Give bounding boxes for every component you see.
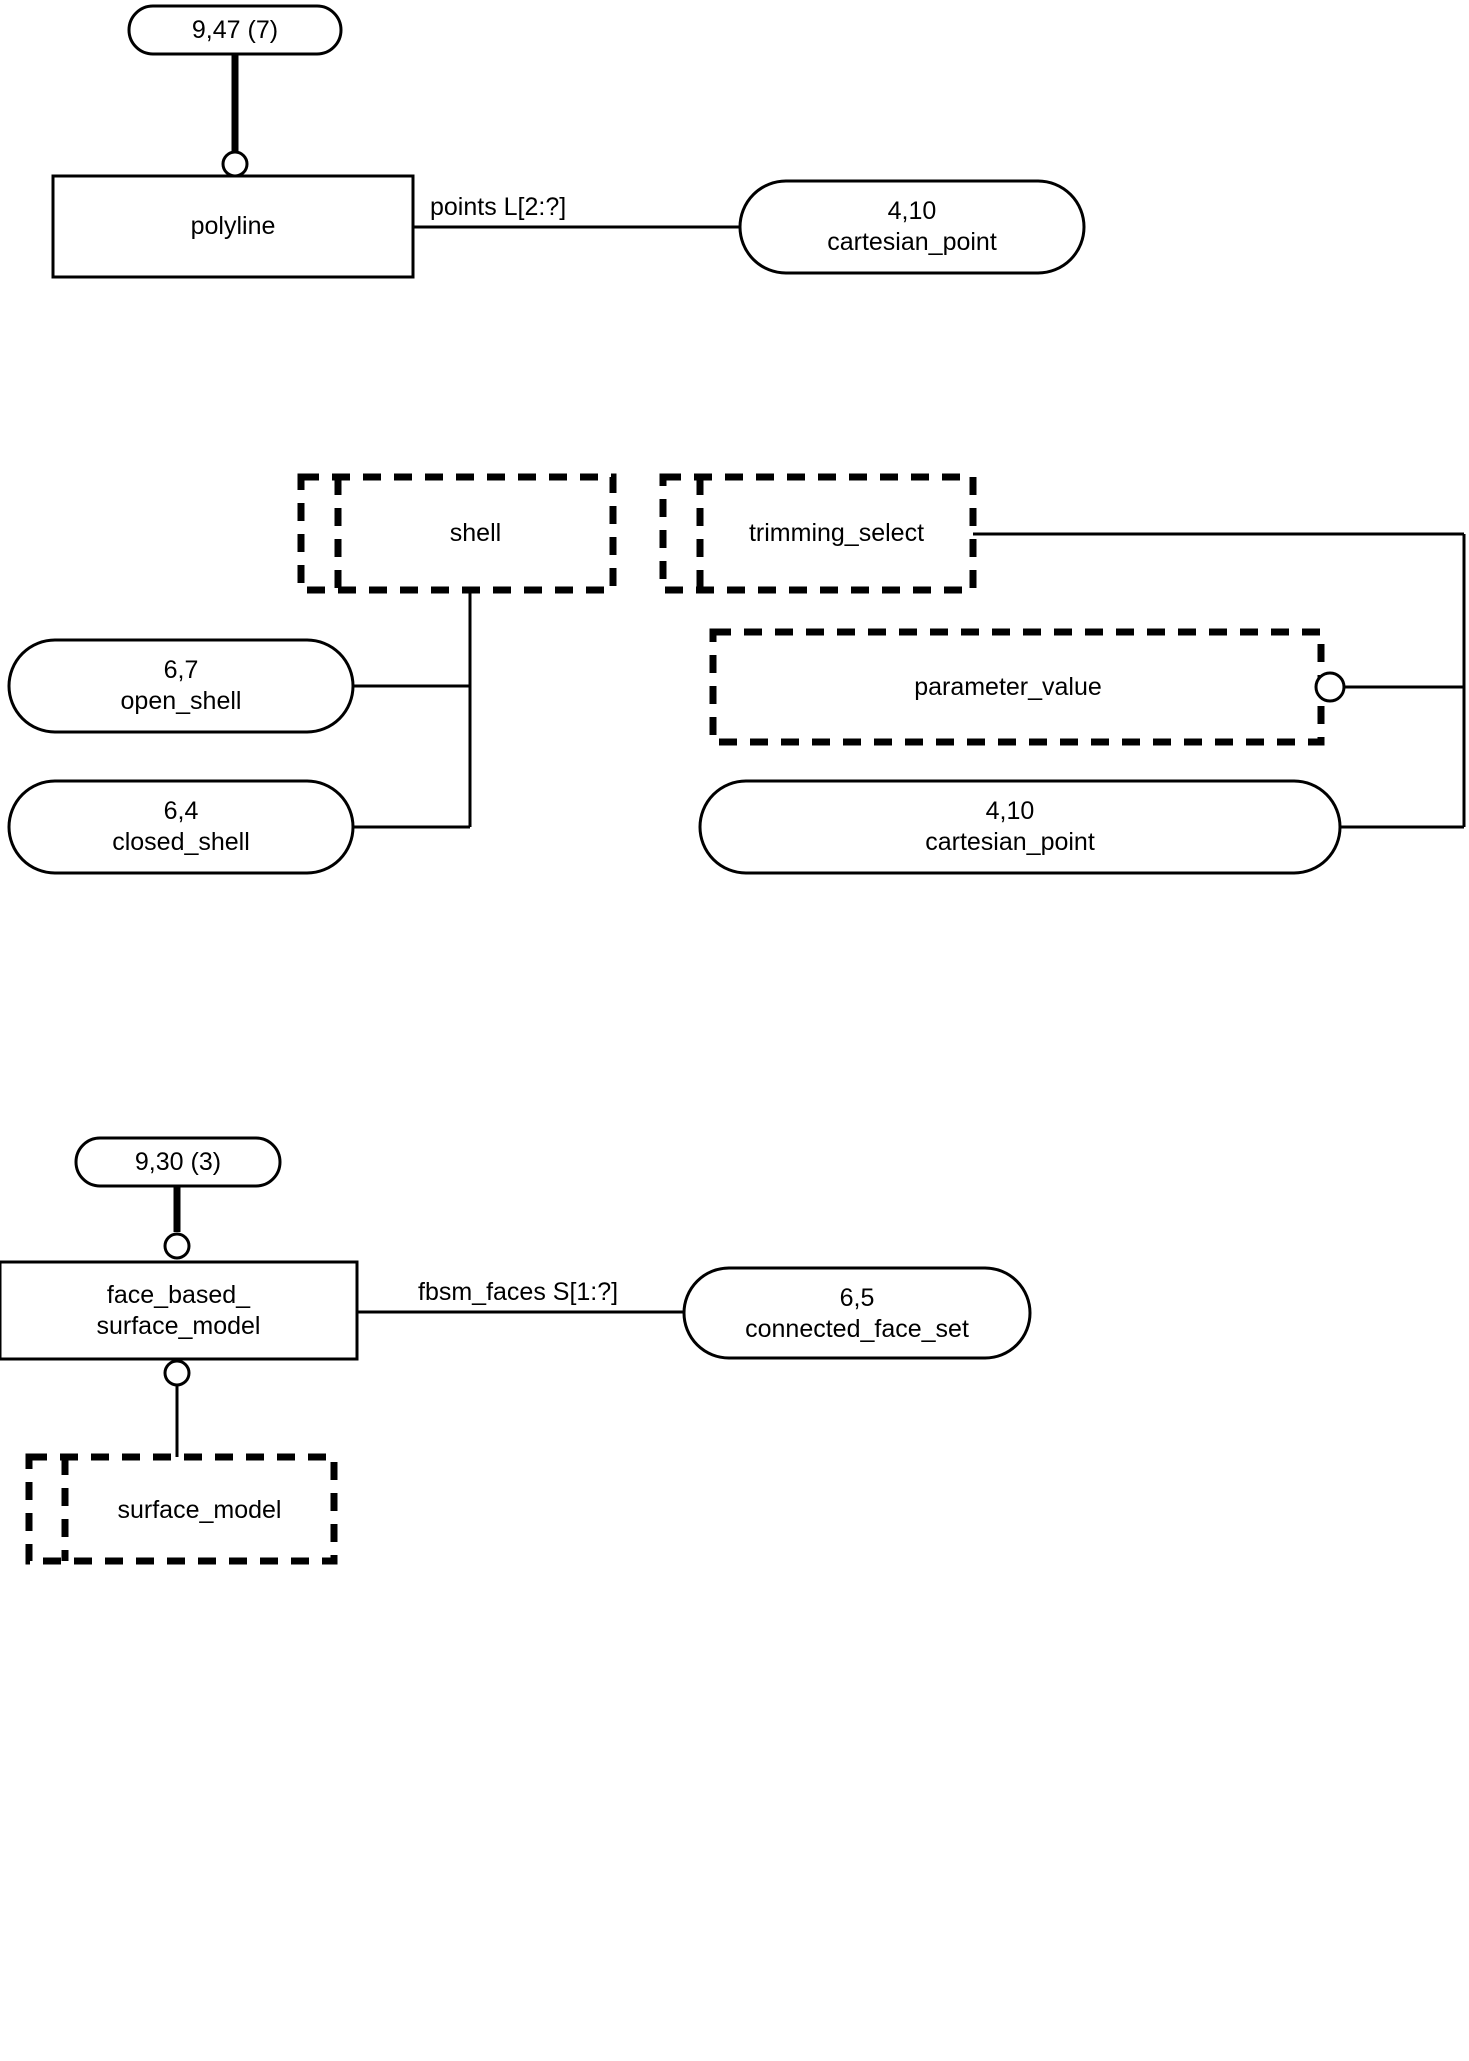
type-box-cartesian-point-trimming[interactable] <box>698 779 1342 875</box>
page-ref-oval-polyline[interactable] <box>127 4 343 56</box>
entity-box-face-based-surface-model[interactable] <box>0 1260 359 1361</box>
type-box-closed-shell[interactable] <box>7 779 355 875</box>
type-box-cartesian-point-top[interactable] <box>738 179 1086 275</box>
connector-circle-polyline-top <box>221 150 249 178</box>
connector-circle-fbsm-top <box>163 1232 191 1260</box>
type-box-connected-face-set[interactable] <box>682 1266 1032 1360</box>
entity-box-polyline[interactable] <box>51 174 415 279</box>
select-box-surface-model[interactable] <box>25 1453 338 1565</box>
select-box-shell[interactable] <box>297 473 617 594</box>
connector-circle-fbsm-bottom <box>163 1359 191 1387</box>
page-ref-oval-fbsm[interactable] <box>74 1136 282 1188</box>
attribute-label-points: points L[2:?] <box>430 193 567 221</box>
connector-circle-parameter-value <box>1314 671 1346 703</box>
select-box-trimming-select[interactable] <box>659 473 977 594</box>
attribute-label-fbsm-faces: fbsm_faces S[1:?] <box>418 1278 619 1306</box>
type-box-open-shell[interactable] <box>7 638 355 734</box>
type-box-parameter-value[interactable] <box>709 628 1325 746</box>
